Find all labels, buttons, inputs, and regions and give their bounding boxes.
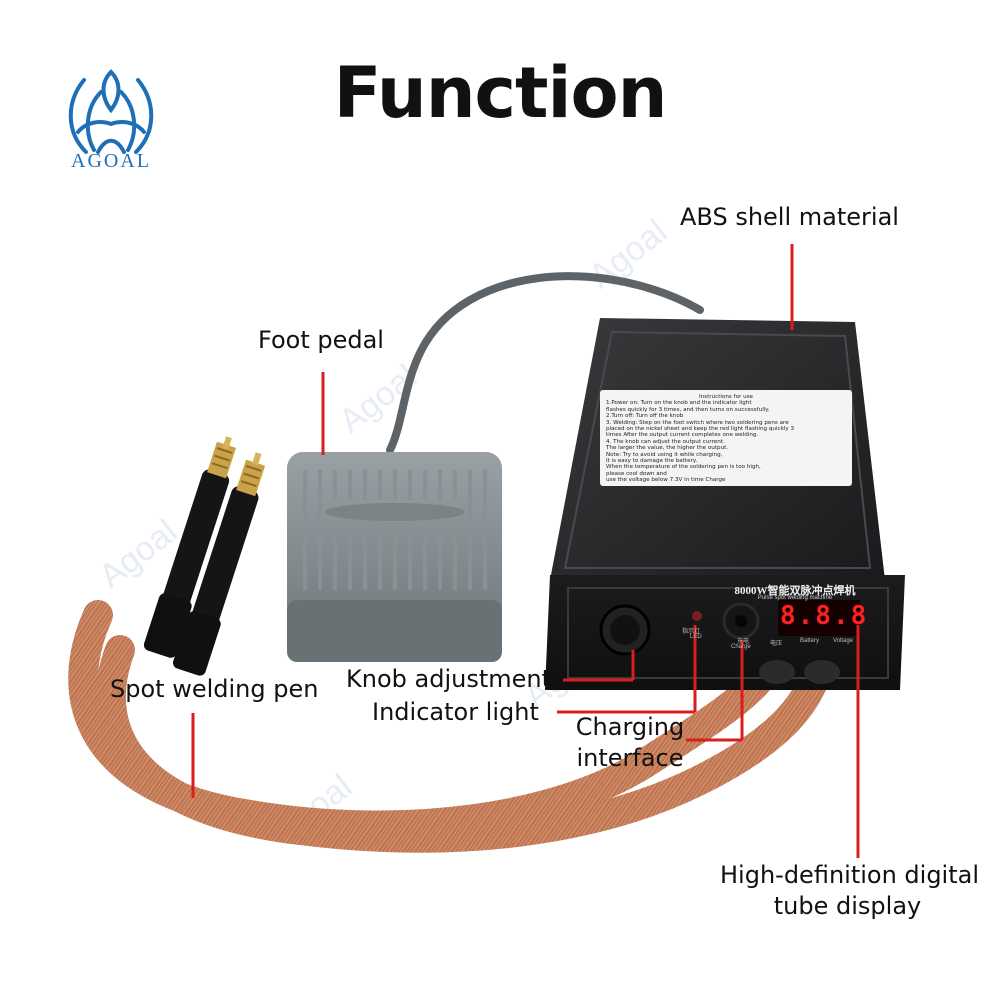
label-abs-shell: ABS shell material (680, 203, 899, 231)
callout-lines (191, 244, 860, 858)
display-digits: 8.8.8 (780, 601, 869, 631)
label-digital-display: High-definition digital tube display (720, 861, 980, 920)
model-subtitle: Pulse spot welding machine (757, 595, 833, 601)
model-name: 8000W智能双脉冲点焊机 (734, 585, 856, 597)
voltage-label: Voltage (833, 638, 854, 644)
pedal-cable (386, 272, 704, 454)
foot-pedal-icon (287, 452, 502, 662)
copper-cables (68, 600, 835, 853)
charge-label: Charge (731, 644, 751, 650)
led-label: LED (690, 634, 702, 640)
label-knob-adjustment: Knob adjustment (346, 665, 551, 693)
welding-pen-icon (143, 436, 266, 676)
instructions-sticker (600, 390, 852, 486)
instructions-text: Instructions for use 1.Power on: Turn on… (606, 394, 795, 484)
agoal-logo-icon (68, 69, 154, 154)
label-indicator-light: Indicator light (372, 698, 539, 726)
logo-text: AGOAL (71, 150, 151, 172)
charge-label-cn: 充电 (737, 639, 750, 645)
battery-label: Battery (800, 638, 820, 644)
indicator-led-icon (692, 611, 702, 621)
label-charging-interface: Charging interface (575, 713, 685, 772)
page-title: Function (333, 52, 668, 134)
digital-display (778, 600, 860, 636)
voltage-label-cn: 电压 (770, 641, 783, 647)
control-box (545, 318, 905, 690)
led-label-cn: 指示灯 (682, 629, 701, 635)
label-foot-pedal: Foot pedal (258, 326, 384, 354)
label-spot-welding-pen: Spot welding pen (110, 675, 319, 703)
